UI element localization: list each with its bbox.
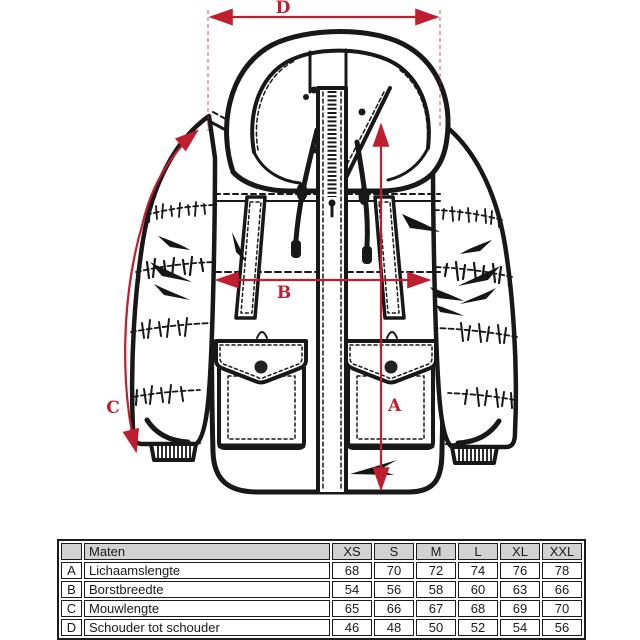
table-row: C Mouwlengte 65 66 67 68 69 70	[61, 600, 582, 617]
label-C: C	[106, 398, 120, 418]
label-B: B	[277, 283, 291, 303]
header-size-xxl: XXL	[542, 543, 582, 560]
cell-value: 67	[416, 600, 456, 617]
row-letter: A	[61, 562, 82, 579]
cell-value: 46	[332, 619, 372, 636]
cell-value: 68	[458, 600, 498, 617]
right-pocket-button	[384, 360, 398, 374]
cell-value: 56	[542, 619, 582, 636]
hood-drawcords	[291, 127, 372, 264]
cell-value: 66	[542, 581, 582, 598]
cell-value: 70	[374, 562, 414, 579]
corner-cell	[61, 543, 82, 560]
row-name: Mouwlengte	[84, 600, 330, 617]
cell-value: 70	[542, 600, 582, 617]
header-size-xl: XL	[500, 543, 540, 560]
front-placket	[310, 86, 348, 494]
cell-value: 76	[500, 562, 540, 579]
right-cuff-ribs	[458, 448, 492, 462]
label-D: D	[276, 0, 291, 18]
arrow-A: A	[372, 122, 402, 492]
cell-value: 65	[332, 600, 372, 617]
header-size-l: L	[458, 543, 498, 560]
arrow-D: D	[207, 0, 441, 131]
row-name: Borstbreedte	[84, 581, 330, 598]
left-cuff-ribs	[157, 445, 191, 459]
zipper-pull	[328, 199, 336, 207]
measurement-arrows: D A B C	[106, 0, 441, 492]
storm-flap	[338, 86, 392, 192]
header-size-xs: XS	[332, 543, 372, 560]
cell-value: 60	[458, 581, 498, 598]
table-row: A Lichaamslengte 68 70 72 74 76 78	[61, 562, 582, 579]
header-size-s: S	[374, 543, 414, 560]
table-row: B Borstbreedte 54 56 58 60 63 66	[61, 581, 582, 598]
cell-value: 74	[458, 562, 498, 579]
size-table: Maten XS S M L XL XXL A Lichaamslengte 6…	[57, 539, 586, 640]
header-size-m: M	[416, 543, 456, 560]
right-pocket	[344, 331, 438, 450]
cell-value: 50	[416, 619, 456, 636]
cell-value: 69	[500, 600, 540, 617]
arrow-C: C	[106, 129, 199, 454]
arrow-B: B	[214, 271, 432, 303]
cell-value: 66	[374, 600, 414, 617]
cell-value: 48	[374, 619, 414, 636]
cell-value: 56	[374, 581, 414, 598]
parka-sketch	[129, 29, 519, 495]
row-name: Schouder tot schouder	[84, 619, 330, 636]
cell-value: 78	[542, 562, 582, 579]
label-A: A	[387, 396, 402, 416]
row-letter: B	[61, 581, 82, 598]
table-row: D Schouder tot schouder 46 48 50 52 54 5…	[61, 619, 582, 636]
row-letter: C	[61, 600, 82, 617]
cell-value: 63	[500, 581, 540, 598]
cell-value: 54	[500, 619, 540, 636]
left-pocket	[214, 331, 308, 450]
cell-value: 52	[458, 619, 498, 636]
size-table-header-row: Maten XS S M L XL XXL	[61, 543, 582, 560]
snap-button	[310, 86, 318, 94]
header-maten: Maten	[84, 543, 330, 560]
cell-value: 72	[416, 562, 456, 579]
cell-value: 68	[332, 562, 372, 579]
cell-value: 54	[332, 581, 372, 598]
row-name: Lichaamslengte	[84, 562, 330, 579]
row-letter: D	[61, 619, 82, 636]
left-pocket-button	[254, 360, 268, 374]
cell-value: 58	[416, 581, 456, 598]
